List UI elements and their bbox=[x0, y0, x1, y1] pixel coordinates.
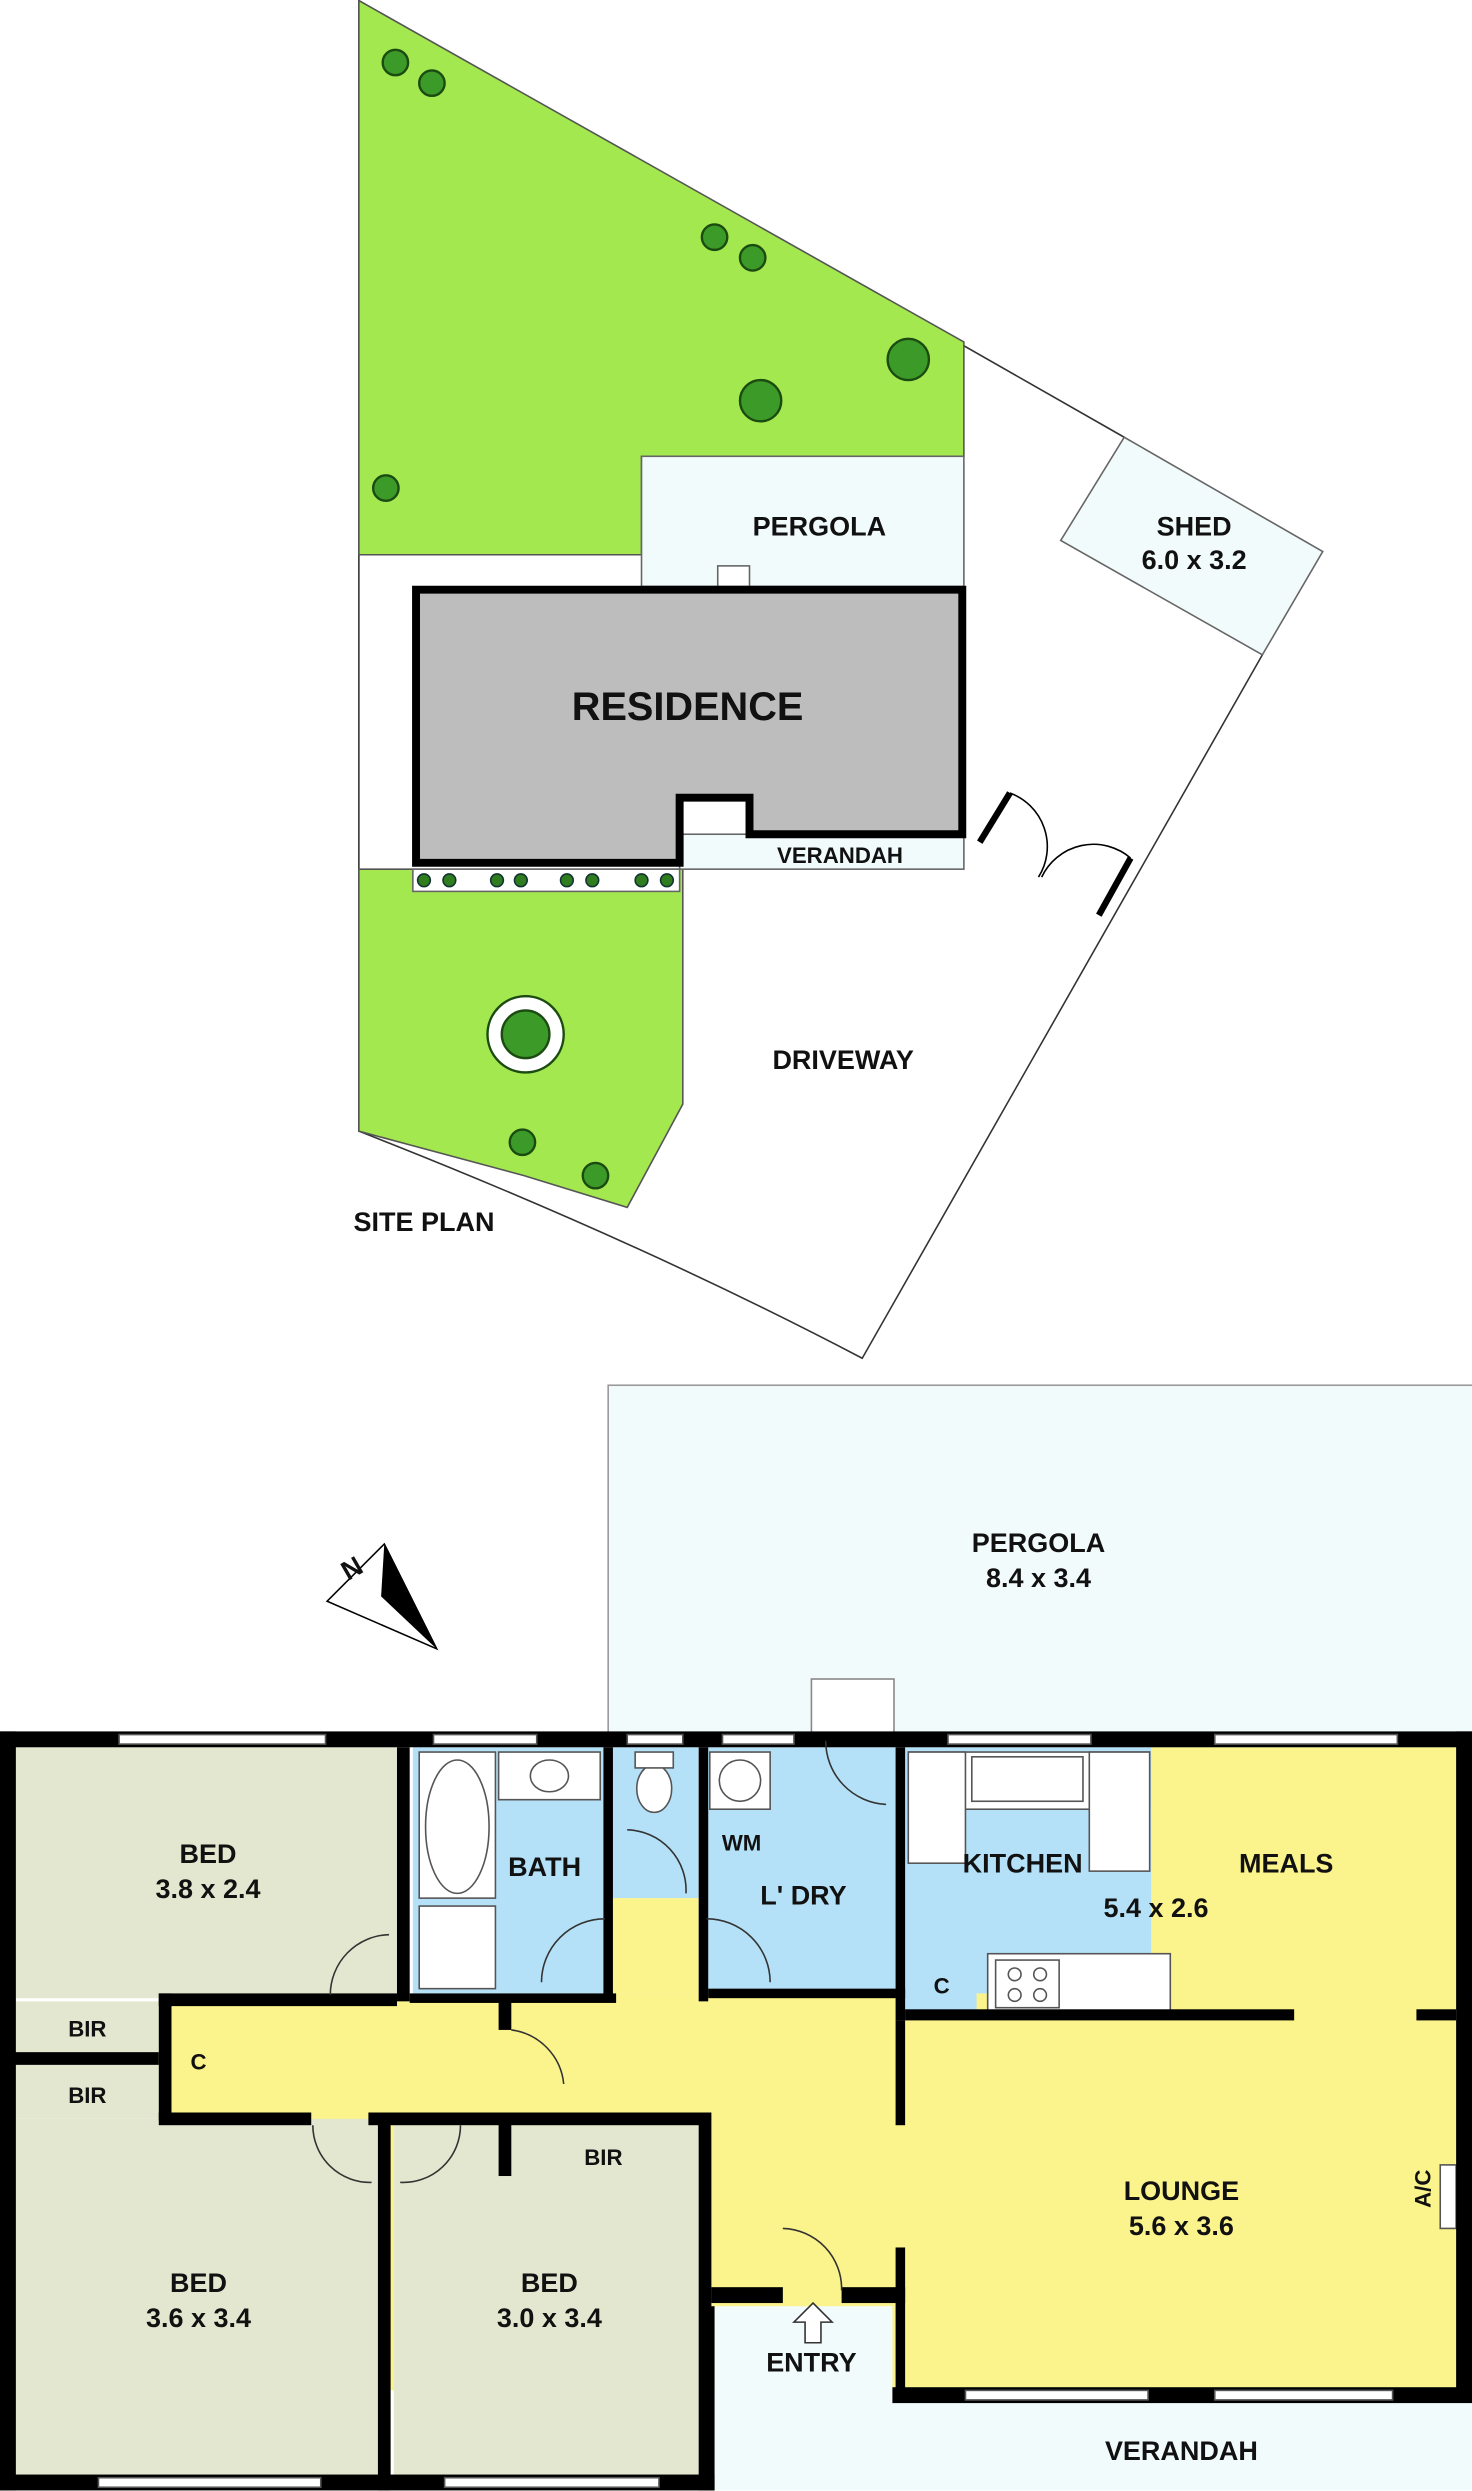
bir2-label: BIR bbox=[68, 2083, 106, 2108]
bed3-label: BED bbox=[521, 2268, 578, 2298]
sink-icon bbox=[971, 1756, 1084, 1803]
site-pergola bbox=[640, 455, 965, 588]
pergola-label: PERGOLA bbox=[972, 1528, 1105, 1558]
site-plan: PERGOLA SHED 6.0 x 3.2 RESIDENCE VERANDA… bbox=[354, 0, 1324, 1360]
trees bbox=[371, 48, 931, 1190]
kitchen-size: 5.4 x 2.6 bbox=[1103, 1893, 1208, 1923]
hall-yellow bbox=[611, 1898, 699, 1994]
residence bbox=[412, 585, 967, 867]
meals-label: MEALS bbox=[1239, 1849, 1333, 1879]
site-plan-title: SITE PLAN bbox=[354, 1207, 495, 1237]
linen-label: C bbox=[190, 2050, 206, 2075]
bed2-size: 3.6 x 3.4 bbox=[146, 2303, 251, 2333]
wm-label: WM bbox=[722, 1830, 761, 1855]
ac-label: A/C bbox=[1411, 2170, 1436, 2208]
trough-icon bbox=[718, 1759, 762, 1803]
entry-porch bbox=[714, 2306, 893, 2491]
shed-size: 6.0 x 3.2 bbox=[1142, 545, 1247, 575]
pantry-label: C bbox=[934, 1973, 950, 1998]
hedge-strip bbox=[412, 868, 681, 893]
pantry-room bbox=[905, 1953, 977, 2015]
cooktop-icon bbox=[994, 1959, 1060, 2009]
bath-label: BATH bbox=[508, 1852, 581, 1882]
hedge-shrubs bbox=[416, 873, 675, 888]
bed1-size: 3.8 x 2.4 bbox=[156, 1874, 261, 1904]
pergola-area bbox=[607, 1384, 1472, 1739]
front-verandah bbox=[892, 2390, 1472, 2491]
shed-label: SHED bbox=[1157, 512, 1232, 542]
driveway-gate bbox=[977, 791, 1134, 917]
pergola-step bbox=[716, 565, 751, 588]
laundry-label: L' DRY bbox=[760, 1880, 846, 1910]
bir1-label: BIR bbox=[68, 2016, 106, 2041]
bed1-room bbox=[15, 1747, 397, 1999]
north-arrow: N bbox=[325, 1542, 439, 1651]
bed2-label: BED bbox=[170, 2268, 227, 2298]
bir3-label: BIR bbox=[584, 2145, 622, 2170]
site-pergola-label: PERGOLA bbox=[753, 512, 886, 542]
windows bbox=[97, 1733, 1399, 2489]
bir1-room bbox=[15, 2001, 159, 2056]
doors bbox=[312, 1740, 887, 2344]
site-verandah-label: VERANDAH bbox=[777, 843, 903, 868]
fixtures bbox=[418, 1751, 1457, 2230]
verandah-label: VERANDAH bbox=[1105, 2436, 1258, 2466]
toilet-icon bbox=[635, 1763, 673, 1814]
bed3-room bbox=[393, 2125, 707, 2475]
lounge-label: LOUNGE bbox=[1124, 2176, 1239, 2206]
driveway-label: DRIVEWAY bbox=[772, 1045, 913, 1075]
entry-label: ENTRY bbox=[766, 2347, 856, 2377]
pergola-step bbox=[810, 1678, 895, 1737]
kitchen-label: KITCHEN bbox=[963, 1849, 1083, 1879]
shed bbox=[1059, 436, 1324, 656]
bir2-room bbox=[15, 2064, 159, 2119]
lounge-size: 5.6 x 3.6 bbox=[1129, 2211, 1234, 2241]
basin-icon bbox=[529, 1759, 570, 1793]
entry-arrow-icon bbox=[792, 2301, 834, 2344]
bathtub-icon bbox=[424, 1759, 490, 1895]
meals-fill bbox=[1151, 1747, 1457, 2018]
bed1-label: BED bbox=[180, 1839, 237, 1869]
residence-label: RESIDENCE bbox=[572, 685, 804, 729]
bed3-size: 3.0 x 3.4 bbox=[497, 2303, 602, 2333]
pergola-size: 8.4 x 3.4 bbox=[986, 1563, 1091, 1593]
bed2-room bbox=[15, 2118, 382, 2475]
floor-plan: N bbox=[0, 1384, 1472, 2491]
